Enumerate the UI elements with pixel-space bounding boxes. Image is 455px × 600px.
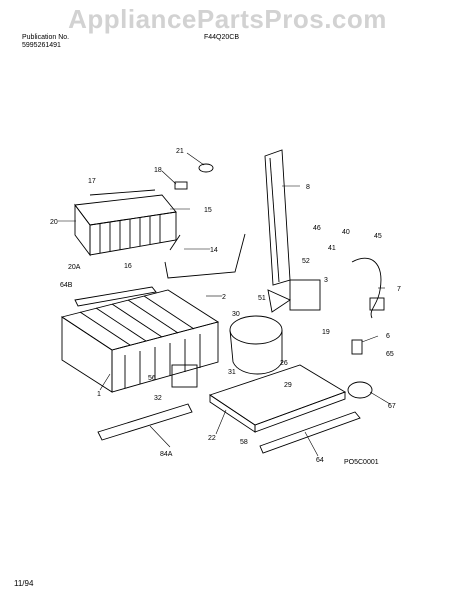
callout: 64 bbox=[316, 457, 324, 464]
callout: 19 bbox=[322, 329, 330, 336]
rail-84a bbox=[97, 403, 193, 441]
callout: 22 bbox=[208, 435, 216, 442]
callout: 17 bbox=[88, 178, 96, 185]
callout: 8 bbox=[306, 184, 310, 191]
callout: 40 bbox=[342, 229, 350, 236]
model-number: F44Q20CB bbox=[204, 34, 240, 41]
callout: 1 bbox=[97, 391, 101, 398]
footer-date: 11/94 bbox=[14, 579, 34, 588]
callout: 18 bbox=[154, 167, 162, 174]
callout: 15 bbox=[204, 207, 212, 214]
publication-label: Publication No. bbox=[22, 34, 70, 41]
callout: 46 bbox=[313, 225, 321, 232]
callout: 58 bbox=[240, 439, 248, 446]
callout-labels: 21 18 17 15 20 14 20A 16 64B 2 8 46 41 4… bbox=[50, 148, 401, 466]
callout: 20 bbox=[50, 219, 58, 226]
clip-18 bbox=[174, 181, 188, 190]
callout: 31 bbox=[228, 369, 236, 376]
callout: 45 bbox=[374, 233, 382, 240]
callout: 64B bbox=[60, 282, 73, 289]
callout: 21 bbox=[176, 148, 184, 155]
rail-64 bbox=[259, 411, 361, 454]
clamp-21 bbox=[198, 163, 214, 173]
diagram-code: PO5C0001 bbox=[344, 459, 379, 466]
drain-part-67 bbox=[347, 381, 373, 399]
callout: 52 bbox=[302, 258, 310, 265]
callout: 7 bbox=[397, 286, 401, 293]
callout: 65 bbox=[386, 351, 394, 358]
compressor bbox=[229, 315, 283, 375]
callout: 26 bbox=[280, 360, 288, 367]
harness-7 bbox=[351, 257, 382, 319]
part-6 bbox=[351, 339, 363, 355]
callout: 56 bbox=[148, 375, 156, 382]
callout: 14 bbox=[210, 247, 218, 254]
callout: 84A bbox=[160, 451, 173, 458]
callout: 6 bbox=[386, 333, 390, 340]
bracket-64b bbox=[74, 286, 157, 307]
callout: 29 bbox=[284, 382, 292, 389]
fan-motor bbox=[289, 279, 321, 311]
evaporator-coil bbox=[60, 289, 220, 393]
callout: 51 bbox=[258, 295, 266, 302]
condenser-coil bbox=[74, 189, 177, 257]
callout: 41 bbox=[328, 245, 336, 252]
publication-number: 5995261491 bbox=[22, 42, 61, 49]
callout: 67 bbox=[388, 403, 396, 410]
relay bbox=[171, 364, 198, 388]
callout: 3 bbox=[324, 277, 328, 284]
callout: 30 bbox=[232, 311, 240, 318]
callout: 20A bbox=[68, 264, 81, 271]
callout: 16 bbox=[124, 263, 132, 270]
watermark: AppliancePartsPros.com bbox=[68, 4, 387, 34]
tubing bbox=[164, 233, 246, 279]
callout: 32 bbox=[154, 395, 162, 402]
callout: 2 bbox=[222, 294, 226, 301]
